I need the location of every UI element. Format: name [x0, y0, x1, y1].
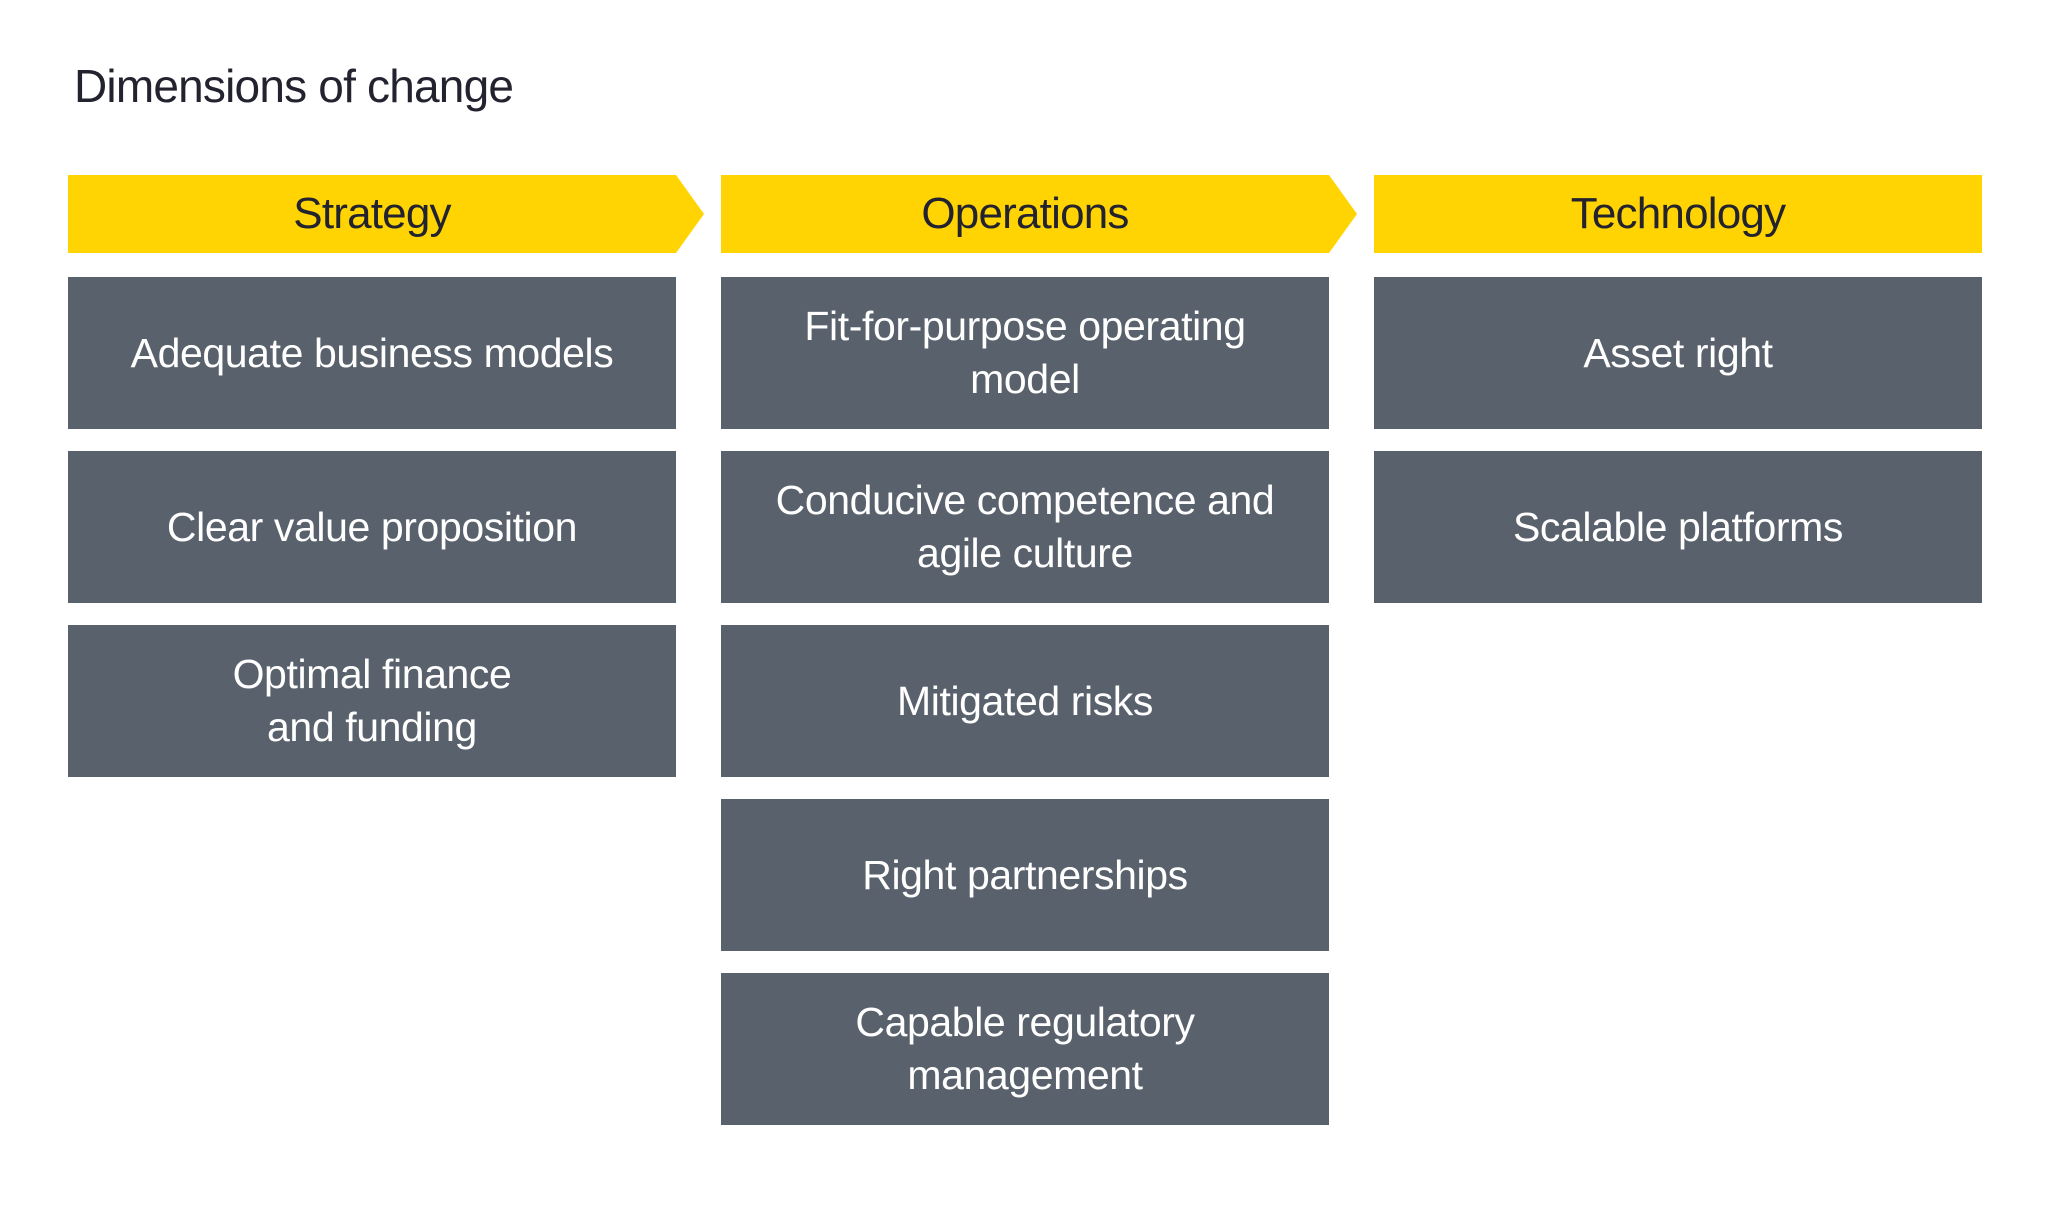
column-technology: Technology Asset right Scalable platform…: [1374, 175, 1982, 1147]
box-label: Fit-for-purpose operating model: [804, 303, 1246, 402]
technology-box-scalable-platforms: Scalable platforms: [1374, 451, 1982, 603]
column-header-operations-label: Operations: [921, 189, 1129, 238]
box-label: Mitigated risks: [896, 677, 1154, 724]
column-strategy: Strategy Adequate business models Clear …: [68, 175, 676, 1147]
column-header-technology: Technology: [1374, 175, 1982, 253]
box-label: Clear value proposition: [166, 503, 578, 550]
column-header-technology-label: Technology: [1570, 189, 1786, 238]
column-header-operations: Operations: [721, 175, 1357, 253]
column-operations: Operations Fit-for-purpose operating mod…: [721, 175, 1329, 1147]
operations-box-fit-for-purpose-operating-model: Fit-for-purpose operating model: [721, 277, 1329, 429]
operations-box-capable-regulatory-management: Capable regulatory management: [721, 973, 1329, 1125]
box-label: Adequate business models: [130, 329, 614, 376]
box-label: Scalable platforms: [1512, 503, 1844, 550]
operations-box-conducive-competence-and-agile-culture: Conducive competence and agile culture: [721, 451, 1329, 603]
operations-box-mitigated-risks: Mitigated risks: [721, 625, 1329, 777]
columns-container: Strategy Adequate business models Clear …: [68, 175, 1982, 1147]
box-label: Asset right: [1583, 329, 1773, 376]
column-header-strategy: Strategy: [68, 175, 704, 253]
column-header-strategy-label: Strategy: [293, 189, 451, 238]
box-label: Capable regulatory management: [855, 999, 1195, 1098]
strategy-box-clear-value-proposition: Clear value proposition: [68, 451, 676, 603]
box-label: Right partnerships: [862, 851, 1188, 898]
technology-box-asset-right: Asset right: [1374, 277, 1982, 429]
strategy-box-adequate-business-models: Adequate business models: [68, 277, 676, 429]
operations-box-right-partnerships: Right partnerships: [721, 799, 1329, 951]
strategy-box-optimal-finance-and-funding: Optimal finance and funding: [68, 625, 676, 777]
box-label: Optimal finance and funding: [232, 651, 512, 750]
page-title: Dimensions of change: [74, 60, 514, 112]
box-label: Conducive competence and agile culture: [775, 477, 1275, 576]
